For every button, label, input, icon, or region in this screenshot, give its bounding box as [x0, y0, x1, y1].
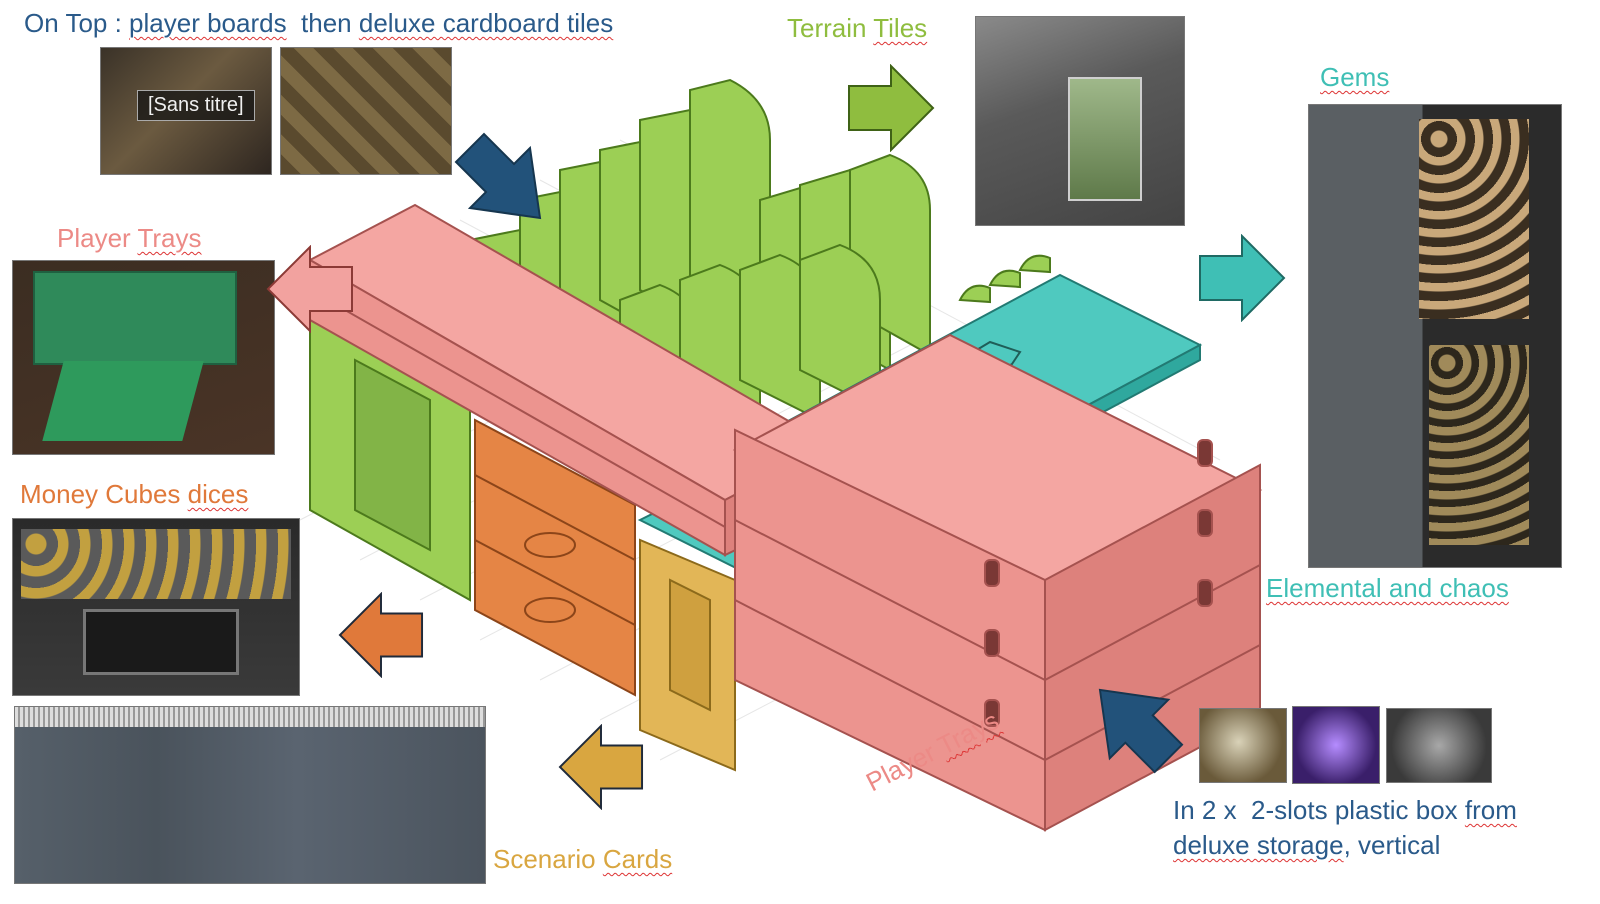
- arrow-downright-navy-icon: [454, 132, 542, 220]
- plastic-line2-b: , vertical: [1343, 830, 1441, 861]
- photo-token-3: [1386, 708, 1492, 783]
- label-gems: Gems: [1320, 63, 1389, 92]
- arrow-upleft-navy-icon: [1098, 688, 1184, 774]
- elemental-text: Elemental and chaos: [1266, 573, 1509, 603]
- on-top-player-boards: player boards: [129, 8, 287, 38]
- gem-tokens-top: [1419, 119, 1529, 319]
- photo-token-1: [1199, 708, 1287, 783]
- terrain-card: [1068, 77, 1142, 201]
- arrow-left-orange-icon: [338, 592, 424, 678]
- photo-terrain-tiles: [975, 16, 1185, 226]
- plastic-line1-b: from: [1464, 795, 1517, 825]
- money-drawers: [474, 418, 636, 697]
- plastic-line1-a: In 2 x 2-slots plastic box: [1173, 795, 1465, 825]
- arrow-right-green-icon: [848, 64, 935, 152]
- coins: [21, 529, 291, 599]
- label-elemental: Elemental and chaos: [1266, 574, 1509, 603]
- photo-player-boards-1: [Sans titre]: [100, 47, 272, 175]
- scenario-a: Scenario: [493, 844, 603, 874]
- photo-money: [12, 518, 300, 696]
- player-trays-left-b: Trays: [137, 223, 202, 253]
- green-holder-left: [309, 318, 471, 602]
- label-player-trays-left: Player Trays: [57, 224, 202, 253]
- terrain-dividers-small: [958, 254, 1051, 304]
- label-plastic-box: In 2 x 2-slots plastic box from deluxe s…: [1173, 793, 1517, 863]
- money-a: Money Cubes: [20, 479, 188, 509]
- gems-text: Gems: [1320, 62, 1390, 92]
- player-trays-left-a: Player: [57, 223, 138, 253]
- photo-token-2: [1292, 706, 1380, 784]
- arrow-left-gold-icon: [558, 724, 644, 810]
- dice-tray: [83, 609, 239, 675]
- gem-tokens-bottom: [1429, 345, 1529, 545]
- photo-player-trays: [12, 260, 275, 455]
- photo-player-boards-2: [280, 47, 452, 175]
- photo-scenario: [14, 706, 486, 884]
- on-top-prefix: On Top :: [24, 8, 130, 38]
- terrain-b: Tiles: [873, 13, 928, 43]
- green-tray-lid: [42, 361, 204, 441]
- scenario-holder: [639, 538, 736, 772]
- label-scenario-cards: Scenario Cards: [493, 845, 672, 874]
- overlay-tag: [Sans titre]: [137, 90, 255, 121]
- arrow-right-teal-icon: [1199, 234, 1286, 322]
- scenario-b: Cards: [602, 844, 673, 874]
- label-terrain-tiles: Terrain Tiles: [787, 14, 927, 43]
- green-tray: [33, 271, 237, 365]
- label-on-top: On Top : player boards then deluxe cardb…: [24, 9, 613, 38]
- money-b: dices: [187, 479, 249, 509]
- plastic-line2-a: deluxe storage: [1173, 830, 1344, 861]
- terrain-a: Terrain: [787, 13, 874, 43]
- photo-gems: [1308, 104, 1562, 568]
- on-top-deluxe: deluxe cardboard tiles: [358, 8, 614, 38]
- arrow-left-salmon-icon: [266, 245, 353, 333]
- on-top-mid: then: [286, 8, 359, 38]
- label-money-cubes: Money Cubes dices: [20, 480, 248, 509]
- card-tops: [15, 707, 485, 727]
- insert-3d-render: [299, 78, 1263, 832]
